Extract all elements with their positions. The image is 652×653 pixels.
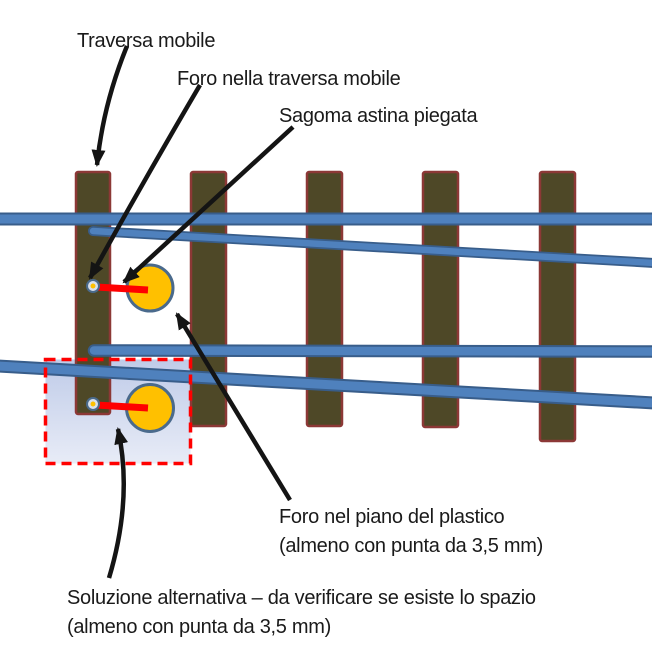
hole-traversa-lower-dot: [90, 401, 96, 407]
label-soluzione: Soluzione alternativa – da verificare se…: [67, 584, 536, 642]
arrow-sagoma-astina: [122, 125, 295, 284]
rail-bottom-straight: [89, 346, 652, 356]
sleeper-5: [538, 170, 577, 443]
arrow-soluzione: [106, 427, 129, 579]
arrow-traversa-mobile: [91, 45, 130, 167]
sleeper-4: [421, 170, 460, 429]
sleeper-3: [305, 170, 344, 428]
label-soluzione-line1: Soluzione alternativa – da verificare se…: [67, 587, 536, 609]
rail-bottom-diverging: [0, 361, 652, 408]
annotation-arrows: [88, 45, 295, 579]
arrow-foro-traversa: [88, 83, 202, 280]
label-foro-piano-line2: (almeno con punta da 3,5 mm): [279, 535, 543, 557]
rod-astina-upper: [95, 283, 149, 294]
rod-astina-lower: [95, 401, 149, 412]
rails: [0, 212, 652, 410]
hole-group-lower: [86, 383, 175, 433]
label-sagoma-astina: Sagoma astina piegata: [279, 105, 478, 127]
rail-top-diverging: [89, 227, 652, 267]
label-soluzione-line2: (almeno con punta da 3,5 mm): [67, 616, 331, 638]
hole-traversa-upper-dot: [90, 283, 96, 289]
label-foro-piano-line1: Foro nel piano del plastico: [279, 506, 505, 528]
label-foro-piano: Foro nel piano del plastico (almeno con …: [279, 503, 543, 561]
label-traversa-mobile: Traversa mobile: [77, 30, 216, 52]
alternative-area-dashed-border: [43, 357, 193, 466]
arrow-foro-piano: [175, 312, 292, 502]
label-foro-traversa: Foro nella traversa mobile: [177, 68, 401, 90]
